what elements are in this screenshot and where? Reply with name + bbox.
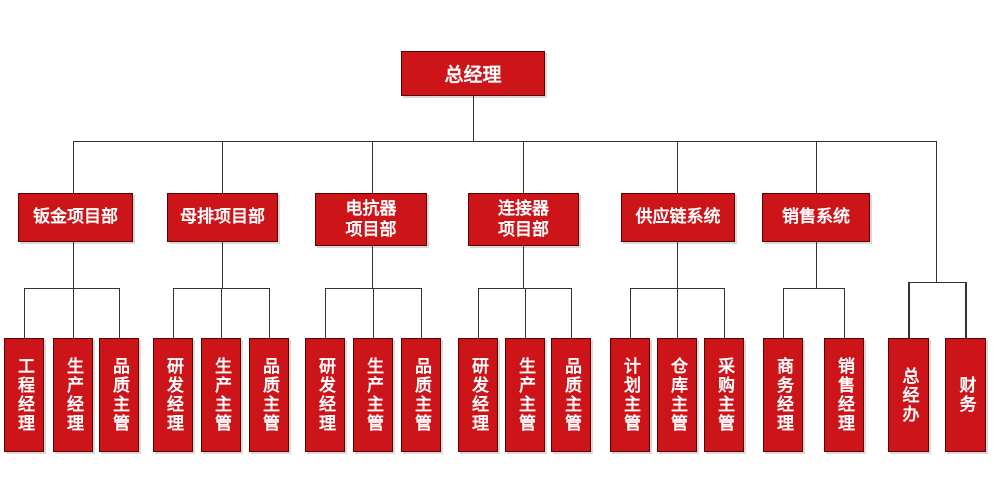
dept-box: 供应链系统 (621, 193, 735, 242)
direct-report-box-label: 总经办 (898, 366, 919, 424)
role-box: 品质主管 (99, 338, 139, 452)
role-box-label: 生产经理 (63, 357, 83, 433)
role-box: 仓库主管 (657, 338, 697, 452)
leaf-connector (676, 288, 678, 338)
dept-box-label: 销售系统 (782, 207, 850, 227)
role-box: 生产主管 (505, 338, 545, 452)
role-box-label: 品质主管 (561, 357, 581, 433)
role-box-label: 品质主管 (411, 357, 431, 433)
role-box: 工程经理 (4, 338, 44, 452)
role-box: 研发经理 (153, 338, 193, 452)
leaf-connector (172, 288, 174, 338)
dept-connector (815, 141, 817, 193)
role-box: 商务经理 (763, 338, 803, 452)
role-box: 采购主管 (704, 338, 744, 452)
role-box-label: 生产主管 (515, 357, 535, 433)
role-box: 生产经理 (53, 338, 93, 452)
leaf-connector (420, 288, 422, 338)
leaf-connector (570, 288, 572, 338)
role-box: 品质主管 (401, 338, 441, 452)
role-box: 生产主管 (201, 338, 241, 452)
dept-connector (371, 141, 373, 193)
direct-connector (908, 282, 910, 338)
dept-box: 母排项目部 (167, 193, 278, 242)
dept-trunk (371, 246, 373, 288)
sub-bus (783, 287, 844, 289)
role-box-label: 计划主管 (620, 357, 640, 433)
role-box-label: 研发经理 (163, 357, 183, 433)
dept-box: 连接器 项目部 (468, 193, 579, 246)
role-box-label: 仓库主管 (667, 357, 687, 433)
dept-connector (221, 141, 223, 193)
direct-report-box-label: 财务 (955, 376, 976, 414)
role-box-label: 工程经理 (14, 357, 34, 433)
dept-box-label: 钣金项目部 (33, 207, 118, 227)
dept-box-label: 供应链系统 (635, 207, 721, 227)
dept-trunk (522, 246, 524, 288)
role-box: 研发经理 (458, 338, 498, 452)
dept-trunk (815, 242, 817, 288)
sub-bus (24, 287, 119, 289)
leaf-connector (220, 288, 222, 338)
dept-connector (522, 141, 524, 193)
leaf-connector (23, 288, 25, 338)
role-box: 研发经理 (305, 338, 345, 452)
role-box: 计划主管 (610, 338, 650, 452)
dept-connector (676, 141, 678, 193)
direct-report-box: 财务 (945, 338, 986, 452)
leaf-connector (524, 288, 526, 338)
leaf-connector (723, 288, 725, 338)
leaf-connector (268, 288, 270, 338)
root-box: 总经理 (401, 51, 545, 96)
dept-trunk (221, 242, 223, 288)
dept-box-label: 连接器 项目部 (498, 198, 549, 240)
role-box-label: 采购主管 (714, 357, 734, 433)
direct-bus (908, 281, 966, 283)
leaf-connector (629, 288, 631, 338)
leaf-connector (324, 288, 326, 338)
leaf-connector (372, 288, 374, 338)
dept-trunk (72, 242, 74, 288)
dept-box-label: 母排项目部 (180, 207, 265, 227)
role-box-label: 研发经理 (468, 357, 488, 433)
direct-trunk (935, 141, 937, 282)
dept-trunk (676, 242, 678, 288)
role-box: 销售经理 (824, 338, 864, 452)
leaf-connector (782, 288, 784, 338)
root-connector (472, 96, 474, 141)
role-box-label: 生产主管 (363, 357, 383, 433)
leaf-connector (843, 288, 845, 338)
dept-connector (72, 141, 74, 193)
role-box-label: 商务经理 (773, 357, 793, 433)
role-box: 生产主管 (353, 338, 393, 452)
leaf-connector (72, 288, 74, 338)
dept-box: 电抗器 项目部 (315, 193, 427, 246)
role-box-label: 销售经理 (834, 357, 854, 433)
dept-box-label: 电抗器 项目部 (345, 198, 397, 240)
dept-box: 销售系统 (762, 193, 870, 242)
root-box-label: 总经理 (444, 64, 502, 86)
direct-report-box: 总经办 (888, 338, 929, 452)
direct-connector (965, 282, 967, 338)
role-box-label: 品质主管 (259, 357, 279, 433)
main-bus (73, 140, 936, 142)
role-box-label: 生产主管 (211, 357, 231, 433)
leaf-connector (477, 288, 479, 338)
role-box-label: 品质主管 (109, 357, 129, 433)
role-box: 品质主管 (551, 338, 591, 452)
role-box: 品质主管 (249, 338, 289, 452)
role-box-label: 研发经理 (315, 357, 335, 433)
dept-box: 钣金项目部 (18, 193, 133, 242)
leaf-connector (118, 288, 120, 338)
